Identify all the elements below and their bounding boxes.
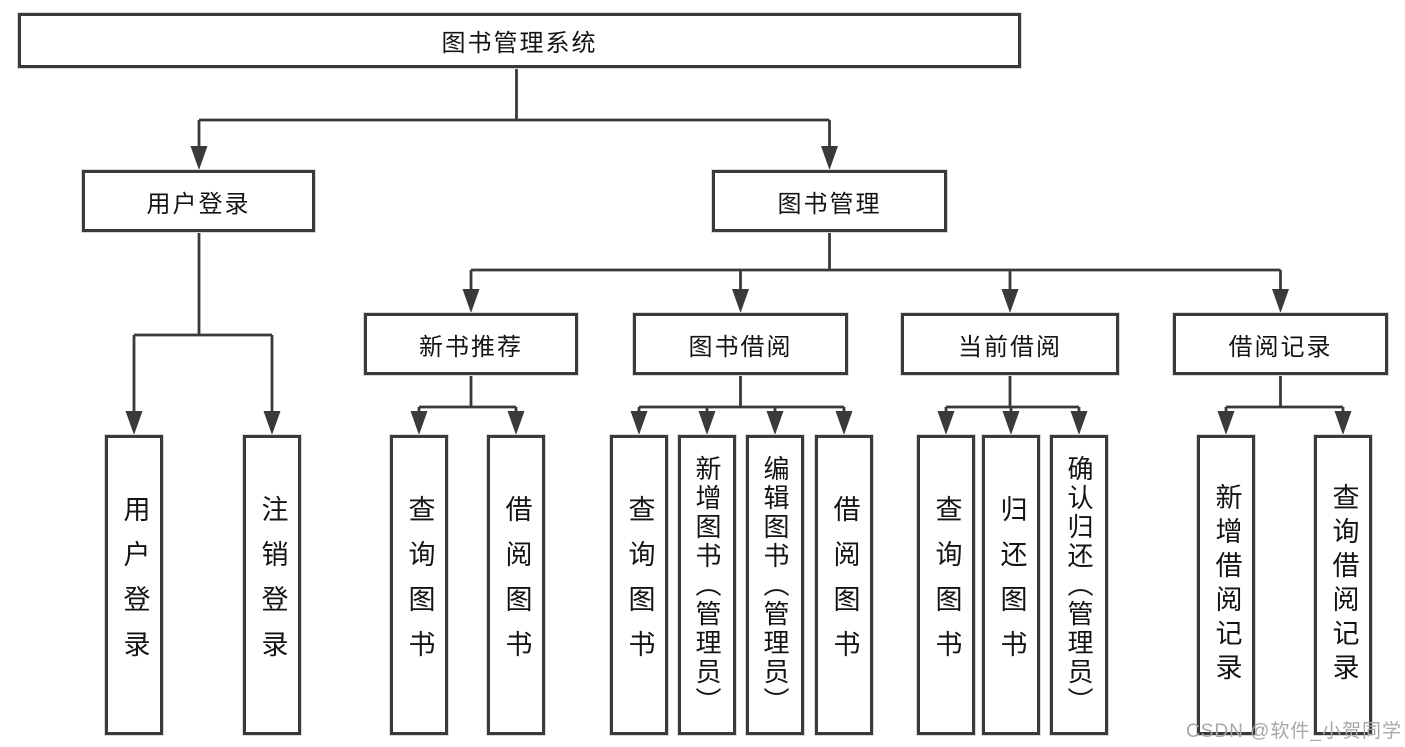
leaf-return-books: 归还图书 [982,435,1040,735]
node-user-login: 用户登录 [82,170,315,232]
node-book-management: 图书管理 [712,170,947,232]
leaf-query-borrow-record: 查询借阅记录 [1314,435,1372,735]
leaf-query-books-2: 查询图书 [610,435,668,735]
leaf-query-books-3: 查询图书 [917,435,975,735]
leaf-confirm-return-admin: 确认归还（管理员） [1050,435,1108,735]
leaf-add-borrow-record: 新增借阅记录 [1197,435,1255,735]
csdn-watermark: CSDN @软件_小贺同学 [1186,721,1402,742]
node-book-borrowing: 图书借阅 [633,313,848,375]
leaf-borrow-books-1: 借阅图书 [487,435,545,735]
leaf-logout: 注销登录 [243,435,301,735]
leaf-borrow-books-2: 借阅图书 [815,435,873,735]
leaf-edit-books-admin: 编辑图书（管理员） [746,435,804,735]
node-library-management-system: 图书管理系统 [18,13,1021,68]
leaf-user-login: 用户登录 [105,435,163,735]
leaf-add-books-admin: 新增图书（管理员） [678,435,736,735]
node-borrowing-records: 借阅记录 [1173,313,1388,375]
node-new-book-recommend: 新书推荐 [364,313,578,375]
node-current-borrowing: 当前借阅 [901,313,1119,375]
leaf-query-books-1: 查询图书 [390,435,448,735]
